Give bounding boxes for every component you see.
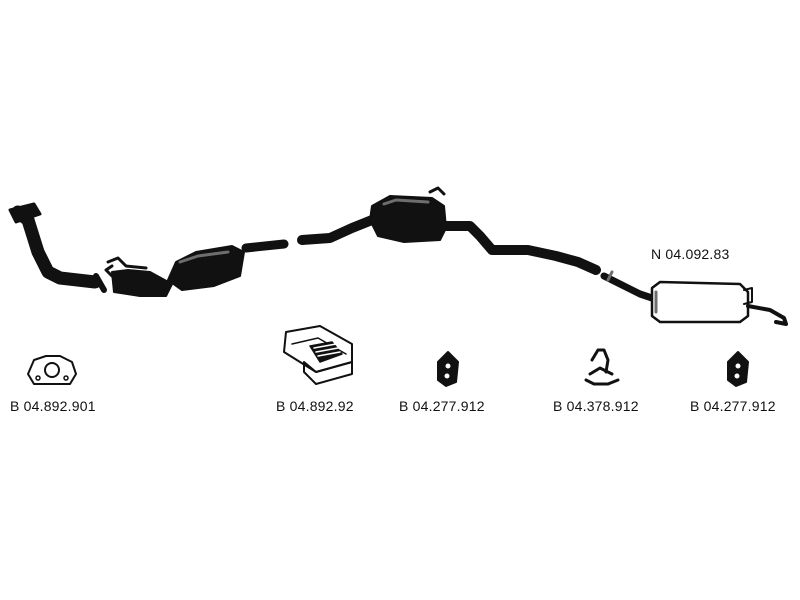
front-downpipe — [8, 202, 107, 293]
middle-pipe — [297, 215, 377, 245]
rear-silencer-code: N 04.092.83 — [651, 246, 730, 262]
fitting-kit-code: B 04.892.92 — [276, 398, 354, 414]
rubber-mount-code: B 04.277.912 — [399, 398, 485, 414]
rubber-mount-code: B 04.277.912 — [690, 398, 776, 414]
rubber-mount-icon — [727, 351, 749, 387]
hanger-strap-icon — [584, 348, 620, 386]
front-catalyst — [104, 256, 173, 297]
rear-silencer — [600, 270, 788, 326]
gasket-code: B 04.892.901 — [10, 398, 96, 414]
centre-silencer — [369, 186, 601, 275]
gasket-icon — [27, 355, 77, 385]
front-silencer — [167, 239, 289, 291]
hanger-strap-code: B 04.378.912 — [553, 398, 639, 414]
fitting-kit-box-icon — [283, 325, 353, 385]
rubber-mount-icon — [437, 351, 459, 387]
